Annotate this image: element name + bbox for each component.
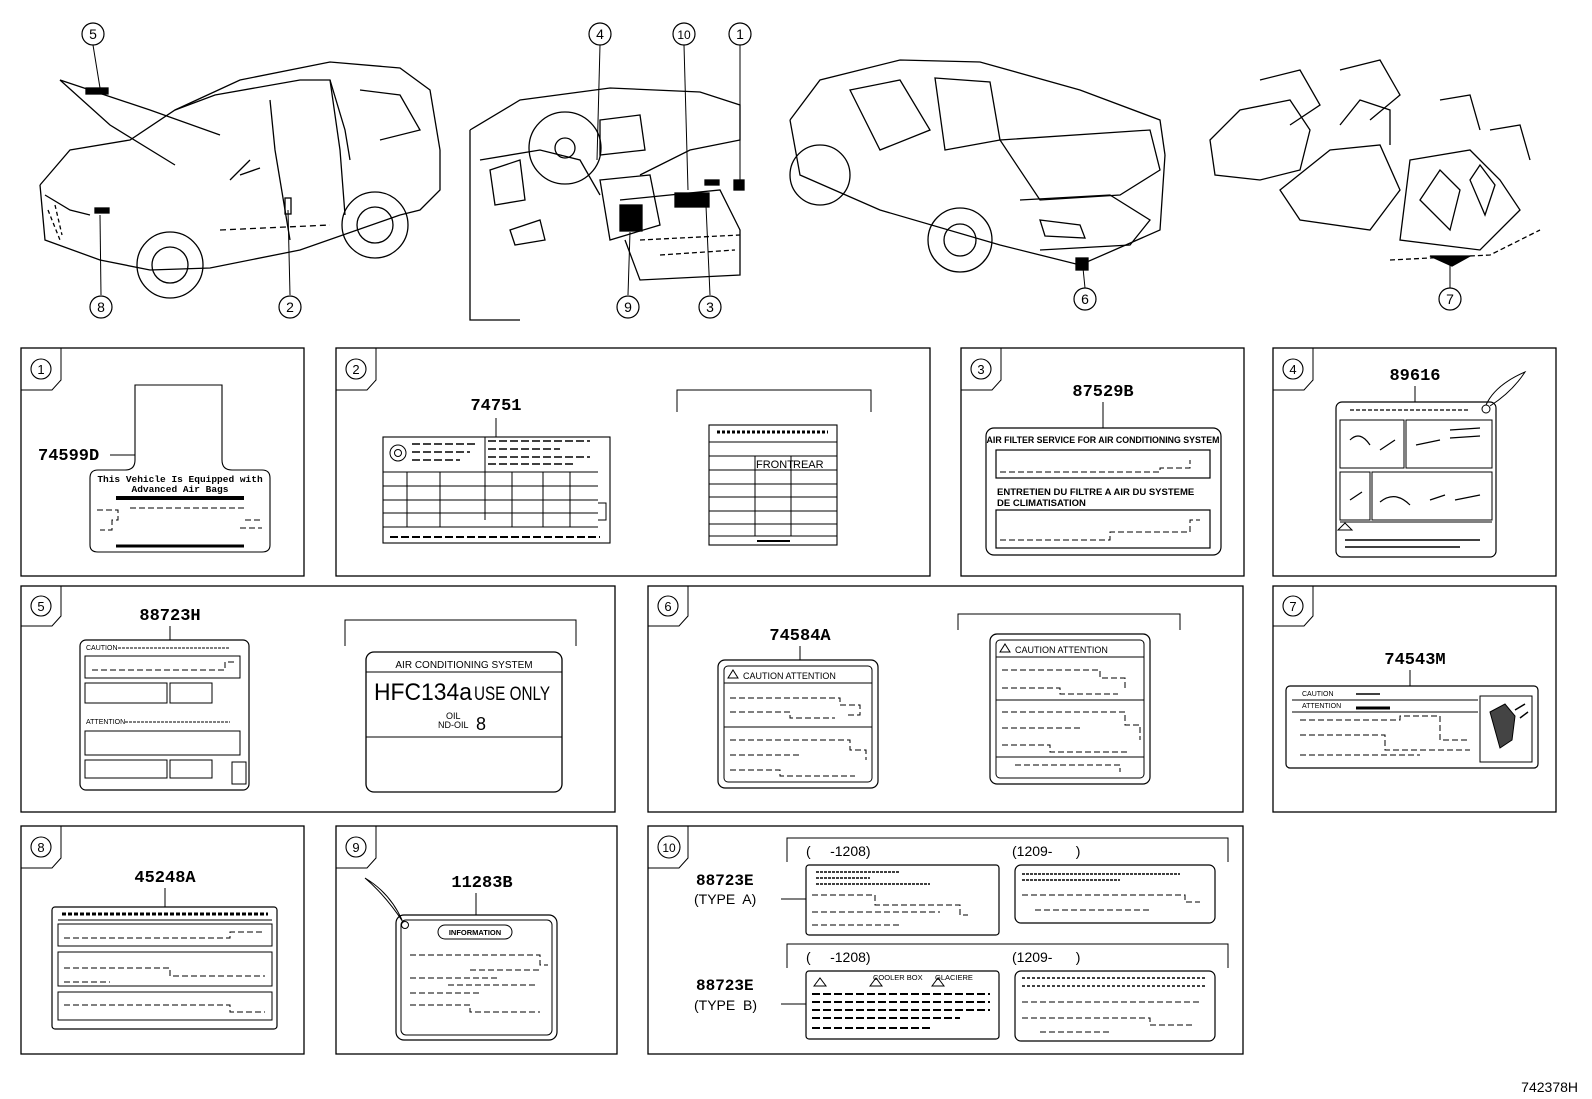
refrigerant-type: HFC134a xyxy=(374,679,473,706)
panel-10: 10 ( -1208) (1209- ) 88723E (TYPE A) ( -… xyxy=(647,825,1244,1055)
callout-circle-1: 1 xyxy=(728,22,752,46)
panel-9-number: 9 xyxy=(352,840,359,855)
svg-text:10: 10 xyxy=(677,28,691,42)
callout-circle-2: 2 xyxy=(278,295,302,319)
panel-3-number: 3 xyxy=(977,362,984,377)
callout-circle-3: 3 xyxy=(698,295,722,319)
callout-circle-6: 6 xyxy=(1073,287,1097,311)
illustration-suv-front xyxy=(39,61,441,299)
panel-5-number: 5 xyxy=(37,599,44,614)
label-text-fr2: DE CLIMATISATION xyxy=(997,498,1086,509)
label-text-line1: This Vehicle Is Equipped with xyxy=(97,474,263,485)
nd-oil-label: ND-OIL xyxy=(438,720,469,730)
panel-4: 4 89616 xyxy=(1272,347,1557,577)
callout-circle-5: 5 xyxy=(81,22,105,46)
panel-5: 5 88723H CAUTION ATTENTION AIR CONDITION… xyxy=(20,585,616,813)
illustration-suv-rear xyxy=(789,59,1166,273)
label-text-en: AIR FILTER SERVICE FOR AIR CONDITIONING … xyxy=(987,435,1220,445)
caution-text-7: CAUTION xyxy=(1302,691,1334,698)
attention-text-7: ATTENTION xyxy=(1302,703,1341,710)
callout-circle-4: 4 xyxy=(588,22,612,46)
panel-9: 9 11283B INFORMATION xyxy=(335,825,618,1055)
panel-8-number: 8 xyxy=(37,840,44,855)
glaciere-text: GLACIERE xyxy=(935,973,973,982)
svg-text:5: 5 xyxy=(89,26,97,42)
part-number-74751: 74751 xyxy=(470,397,521,416)
callout-leaders xyxy=(92,44,1451,296)
callout-circle-10: 10 xyxy=(672,22,696,46)
caution-text-5: CAUTION xyxy=(86,645,118,652)
part-number-89616: 89616 xyxy=(1389,367,1440,386)
panel-1: 1 74599D This Vehicle Is Equipped with A… xyxy=(20,347,305,577)
part-number-45248A: 45248A xyxy=(134,869,196,888)
col-front: FRONT xyxy=(756,459,794,471)
part-number-88723E-a: 88723E xyxy=(696,872,754,890)
part-number-74543M: 74543M xyxy=(1384,651,1445,670)
oil-number: 8 xyxy=(476,714,486,734)
range-label-a1: ( -1208) xyxy=(806,843,871,859)
panel-6: 6 74584A CAUTION ATTENTION CAUTION ATTEN… xyxy=(647,585,1244,813)
figure-id: 742378H xyxy=(1521,1079,1578,1095)
svg-text:7: 7 xyxy=(1446,291,1454,307)
range-label-b1: ( -1208) xyxy=(806,949,871,965)
svg-text:6: 6 xyxy=(1081,291,1089,307)
attention-text-5: ATTENTION xyxy=(86,719,125,726)
panel-6-number: 6 xyxy=(664,599,671,614)
panel-4-number: 4 xyxy=(1289,362,1296,377)
panel-3: 3 87529B AIR FILTER SERVICE FOR AIR COND… xyxy=(960,347,1245,577)
svg-text:9: 9 xyxy=(624,299,632,315)
caution-attention-b: CAUTION ATTENTION xyxy=(1015,645,1108,655)
type-b-label: (TYPE B) xyxy=(694,997,757,1013)
svg-text:3: 3 xyxy=(706,299,714,315)
range-label-b2: (1209- ) xyxy=(1012,949,1080,965)
col-rear: REAR xyxy=(793,459,824,471)
label-text-line2: Advanced Air Bags xyxy=(132,484,229,495)
svg-text:8: 8 xyxy=(97,299,105,315)
panel-2-number: 2 xyxy=(352,362,359,377)
panel-10-number: 10 xyxy=(662,841,676,855)
ac-system-title: AIR CONDITIONING SYSTEM xyxy=(395,660,532,671)
use-only-text: USE ONLY xyxy=(474,684,550,705)
illustration-dashboard xyxy=(469,87,745,321)
part-number-88723H: 88723H xyxy=(139,607,200,626)
svg-text:4: 4 xyxy=(596,26,604,42)
panel-8: 8 45248A xyxy=(20,825,305,1055)
type-a-label: (TYPE A) xyxy=(694,891,756,907)
range-label-a2: (1209- ) xyxy=(1012,843,1080,859)
svg-text:1: 1 xyxy=(736,26,744,42)
information-tag: INFORMATION xyxy=(449,928,501,937)
illustration-seats xyxy=(1209,59,1541,267)
callout-circle-7: 7 xyxy=(1438,287,1462,311)
part-number-74599D: 74599D xyxy=(38,447,99,466)
caution-attention-a: CAUTION ATTENTION xyxy=(743,671,836,681)
label-text-fr1: ENTRETIEN DU FILTRE A AIR DU SYSTEME xyxy=(997,487,1194,498)
oil-label: OIL xyxy=(446,711,461,721)
panel-2: 2 74751 FRONT REAR xyxy=(335,347,931,577)
panel-7-number: 7 xyxy=(1289,599,1296,614)
part-number-88723E-b: 88723E xyxy=(696,977,754,995)
callout-circle-9: 9 xyxy=(616,295,640,319)
part-number-87529B: 87529B xyxy=(1072,383,1133,402)
part-number-11283B: 11283B xyxy=(451,874,512,893)
part-number-74584A: 74584A xyxy=(769,627,831,646)
callout-circle-8: 8 xyxy=(89,295,113,319)
cooler-box-text: COOLER BOX xyxy=(873,973,923,982)
svg-text:2: 2 xyxy=(286,299,294,315)
panel-1-number: 1 xyxy=(37,362,44,377)
panel-7: 7 74543M CAUTION ATTENTION xyxy=(1272,585,1557,813)
